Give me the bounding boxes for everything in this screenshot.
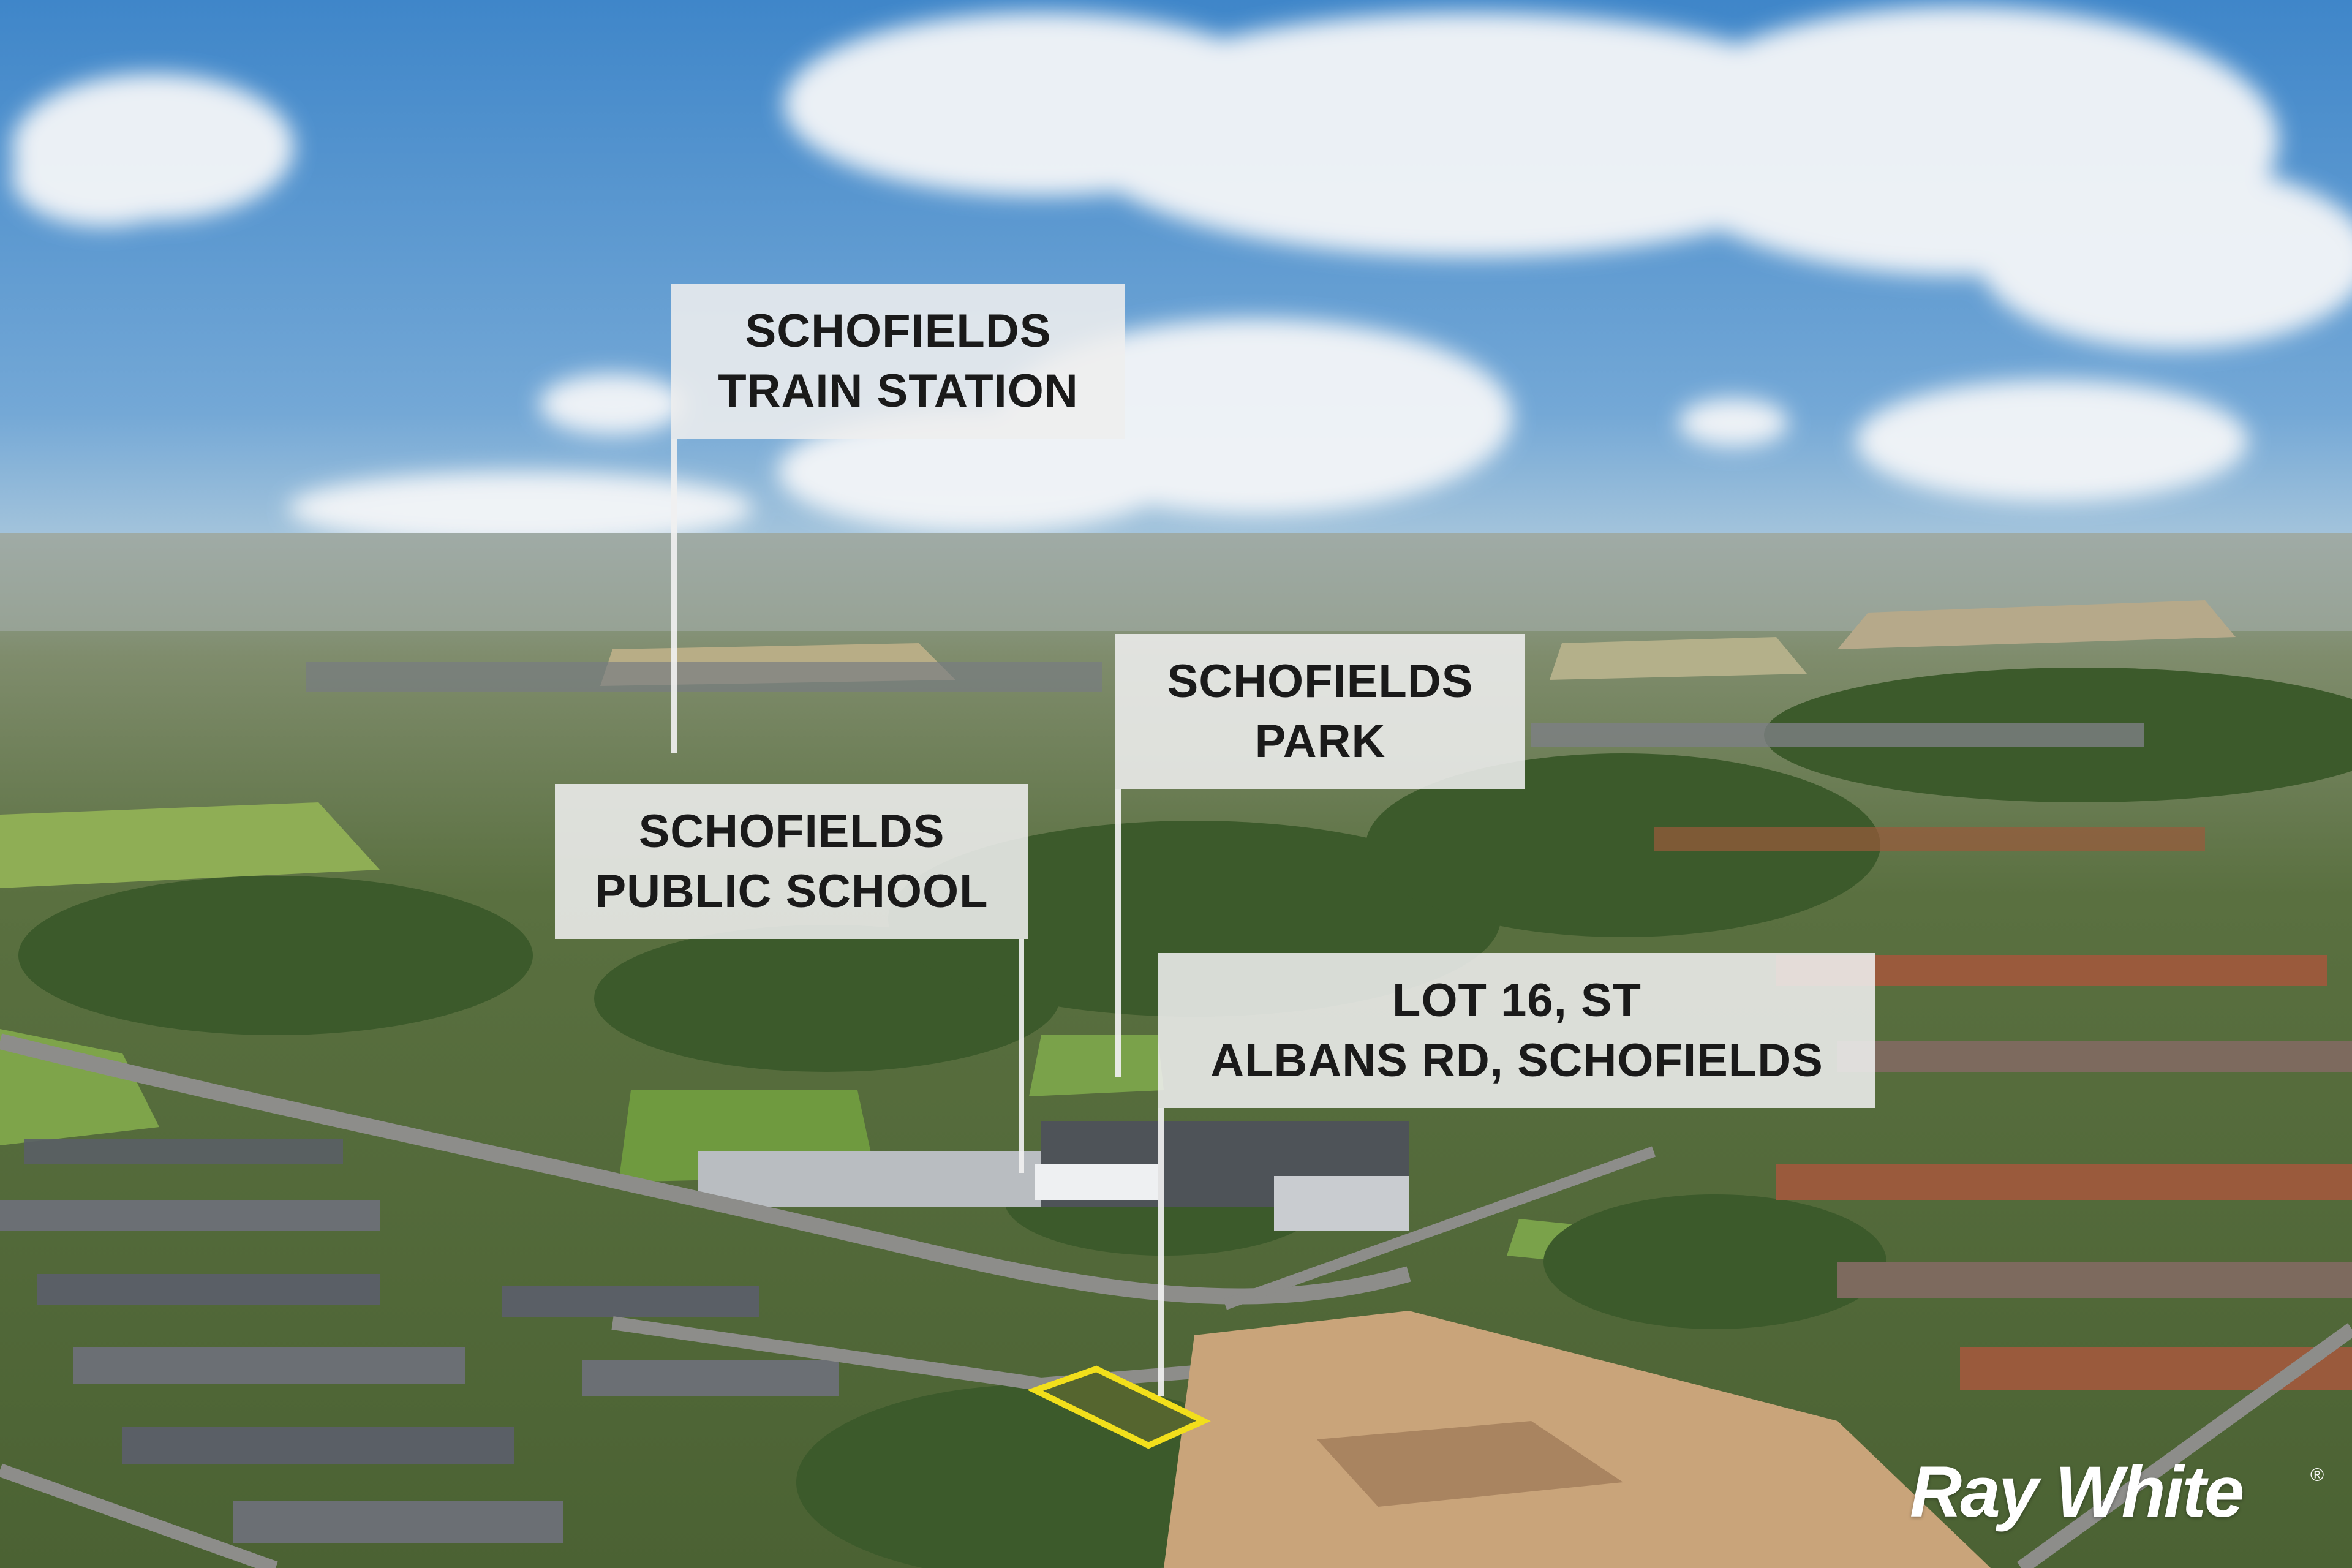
callout-lot-16: LOT 16, ST ALBANS RD, SCHOFIELDS (1158, 953, 1875, 1108)
school-leader-line (1019, 939, 1024, 1173)
callout-line: TRAIN STATION (718, 364, 1079, 417)
callout-line: SCHOFIELDS (745, 304, 1052, 357)
callout-park: SCHOFIELDS PARK (1115, 634, 1525, 789)
station-leader-line (671, 439, 677, 753)
callout-line: ALBANS RD, SCHOFIELDS (1210, 1034, 1823, 1087)
construction-site (1164, 1311, 1991, 1568)
school-buildings (698, 1121, 1409, 1231)
lot-16-outline (1027, 1365, 1211, 1449)
lot-leader-line (1158, 1108, 1164, 1396)
roads (0, 1033, 2352, 1568)
callout-line: SCHOFIELDS (638, 805, 945, 858)
suburb-left (0, 1139, 839, 1544)
park-leader-line (1115, 789, 1121, 1077)
callout-line: PARK (1254, 715, 1386, 767)
registered-mark: ® (2310, 1465, 2324, 1485)
callout-line: LOT 16, ST (1392, 974, 1642, 1027)
callout-line: SCHOFIELDS (1167, 655, 1474, 707)
ray-white-logo: Ray White (1910, 1452, 2244, 1532)
callout-line: PUBLIC SCHOOL (595, 865, 989, 918)
clouds (12, 6, 2352, 545)
callout-train-station: SCHOFIELDS TRAIN STATION (671, 284, 1125, 439)
callout-public-school: SCHOFIELDS PUBLIC SCHOOL (555, 784, 1028, 939)
